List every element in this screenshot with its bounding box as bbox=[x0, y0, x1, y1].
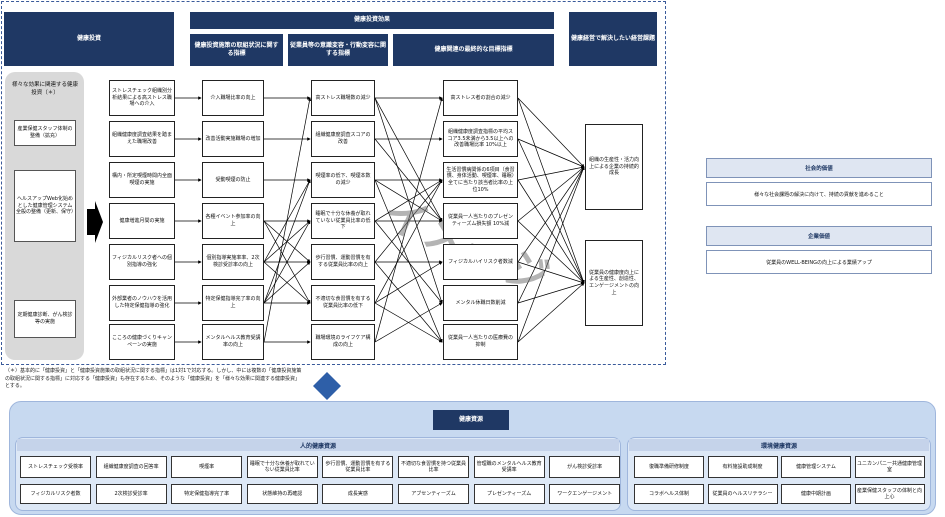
behavior-box: 組織健康度調査スコアの改善 bbox=[311, 121, 375, 157]
investment-box: 健康増進月間の実施 bbox=[109, 203, 175, 239]
corporate-value-title: 企業価値 bbox=[706, 226, 932, 246]
environment-resource-item: 復職準備研修制度 bbox=[634, 456, 704, 478]
human-resource-item: 不適切な食習慣を持つ従業員比率 bbox=[398, 456, 469, 478]
human-resource-item: 組織健康度調査の回答率 bbox=[95, 456, 167, 478]
header-col-indicators: 健康投資施策の取組状況に関する指標 bbox=[190, 34, 283, 66]
final-metric-box: フィジカルハイリスク者数減 bbox=[443, 244, 518, 280]
corporate-value-body: 従業員のWELL-BEINGの向上による業績アップ bbox=[706, 250, 932, 274]
left-item-system: ヘルスアップWeb化始めとした健康管理システム全般の整備（更新、保守） bbox=[14, 170, 76, 242]
investment-box: フィジカルリスク者への個別指導の強化 bbox=[109, 244, 175, 280]
header-col-final: 健康関連の最終的な目標指標 bbox=[393, 34, 554, 66]
header-issues: 健康経営で解決したい経営課題 bbox=[569, 12, 657, 66]
social-value-title: 社会的価値 bbox=[706, 158, 932, 178]
final-metric-box: 従業員一人当たりのプレゼンティーズム損失額 10%減 bbox=[443, 203, 518, 239]
environment-resource-item: コラボヘルス体制 bbox=[634, 484, 704, 504]
left-item-checkup: 定期健康診断、がん検診等の実施 bbox=[14, 300, 76, 338]
behavior-box: 喫煙率の低下、喫煙本数の減少 bbox=[311, 162, 375, 198]
issue-box: 従業員の健康度向上による生産性、創造性、エンゲージメントの向上 bbox=[585, 240, 643, 326]
human-resource-item: フィジカルリスク者数 bbox=[20, 484, 91, 504]
diagram-frame bbox=[1, 1, 666, 365]
final-metric-box: 生活習慣病関係の6項目（食習慣、身体活動、喫煙率、睡眠）全てに当たり該当者比率の… bbox=[443, 162, 518, 198]
environment-resource-item: 有料施設助成制度 bbox=[707, 456, 778, 478]
indicator-box: 特定保健指導完了率の向上 bbox=[202, 285, 264, 321]
indicator-box: 個別指導実施率率、2次検診受診率の向上 bbox=[202, 244, 264, 280]
investment-box: 構内・所定喫煙時間内全面喫煙の実施 bbox=[109, 162, 175, 198]
final-metric-box: 組織健康度調査指標の平均スコア3.5未満から3.5以上への改善職場比率 10%以… bbox=[443, 121, 518, 157]
behavior-box: 歩行習慣、運動習慣を有する従業員比率の向上 bbox=[311, 244, 375, 280]
human-resource-item: プレゼンティーズム bbox=[473, 484, 545, 504]
issue-box: 組織の生産性・活力向上による企業の持続的成長 bbox=[585, 124, 643, 210]
environment-resource-item: 健康管理システム bbox=[781, 456, 851, 478]
human-resource-item: 2次検診受診率 bbox=[95, 484, 167, 504]
footnote: （＊）基本的に「健康投資」と「健康投資施策の取組状況に関する指標」は1対1で対応… bbox=[5, 368, 302, 389]
health-resources-title: 健康資源 bbox=[433, 410, 509, 430]
diamond-icon bbox=[313, 372, 341, 400]
investment-box: 組織健康度調査結果を踏まえた職場改善 bbox=[109, 121, 175, 157]
human-resource-item: 喫煙率 bbox=[171, 456, 243, 478]
human-resource-item: 成長実感 bbox=[322, 484, 394, 504]
environment-resource-item: 従業員のヘルスリテラシー bbox=[707, 484, 778, 504]
social-value-body: 様々な社会課題の解決に向けて、持続の貢献を進めること bbox=[706, 182, 932, 206]
human-resource-item: 歩行習慣、運動習慣を有する従業員比率 bbox=[322, 456, 394, 478]
human-resource-item: 状態維持の再確認 bbox=[246, 484, 318, 504]
behavior-box: 不適切な食習慣を有する従業員比率の低下 bbox=[311, 285, 375, 321]
indicator-box: 改善活動実施職場の増加 bbox=[202, 121, 264, 157]
left-item-staff: 産業保健スタッフ体制の整備（拡充） bbox=[14, 120, 76, 146]
indicator-box: 受動喫煙の防止 bbox=[202, 162, 264, 198]
indicator-box: 各種イベント参加率の向上 bbox=[202, 203, 264, 239]
investment-box: こころの健康づくりキャンペーンの実施 bbox=[109, 324, 175, 360]
human-resource-item: 特定保健指導完了率 bbox=[171, 484, 243, 504]
human-resource-item: 睡眠で十分な休養が取れていない従業員比率 bbox=[246, 456, 318, 478]
final-metric-box: 従業員一人当たりの医療費の抑制 bbox=[443, 324, 518, 360]
header-effects: 健康投資効果 bbox=[190, 12, 554, 29]
human-resource-item: ワークエンゲージメント bbox=[549, 484, 621, 504]
final-metric-box: 高ストレス者の割合の減少 bbox=[443, 80, 518, 116]
environment-resource-item: 産業保健スタッフの体制と向上心 bbox=[854, 484, 925, 504]
human-resource-item: 管理職のメンタルヘルス教育受講率 bbox=[473, 456, 545, 478]
indicator-box: メンタルヘルス教育受講率の向上 bbox=[202, 324, 264, 360]
behavior-box: 高ストレス職場数の減少 bbox=[311, 80, 375, 116]
environment-resource-item: 健康中期計画 bbox=[781, 484, 851, 504]
indicator-box: 介入職場比率の向上 bbox=[202, 80, 264, 116]
human-resource-item: がん検診受診率 bbox=[549, 456, 621, 478]
human-resources-title: 人的健康資源 bbox=[17, 439, 619, 451]
investment-box: ストレスチェック組織別分析結果による高ストレス職場への介入 bbox=[109, 80, 175, 116]
final-metric-box: メンタル休職日数削減 bbox=[443, 285, 518, 321]
environment-resource-item: ユニカンパニー共通健康管理室 bbox=[854, 456, 925, 478]
human-resource-item: アブセンティーズム bbox=[398, 484, 469, 504]
right-arrow-icon bbox=[87, 201, 103, 243]
environment-resources-title: 環境健康資源 bbox=[629, 439, 929, 451]
left-panel-title: 様々な効果に関連する健康投資（＊） bbox=[11, 82, 78, 96]
header-col-behavior: 従業員等の意識変容・行動変容に関する指標 bbox=[288, 34, 388, 66]
investment-box: 外部業者のノウハウを活用した特定保健指導の強化 bbox=[109, 285, 175, 321]
behavior-box: 睡眠で十分な休養が取れていない従業員比率の低下 bbox=[311, 203, 375, 239]
human-resource-item: ストレスチェック受検率 bbox=[20, 456, 91, 478]
behavior-box: 職場環境のライフケア構成の向上 bbox=[311, 324, 375, 360]
header-investment: 健康投資 bbox=[4, 12, 174, 66]
